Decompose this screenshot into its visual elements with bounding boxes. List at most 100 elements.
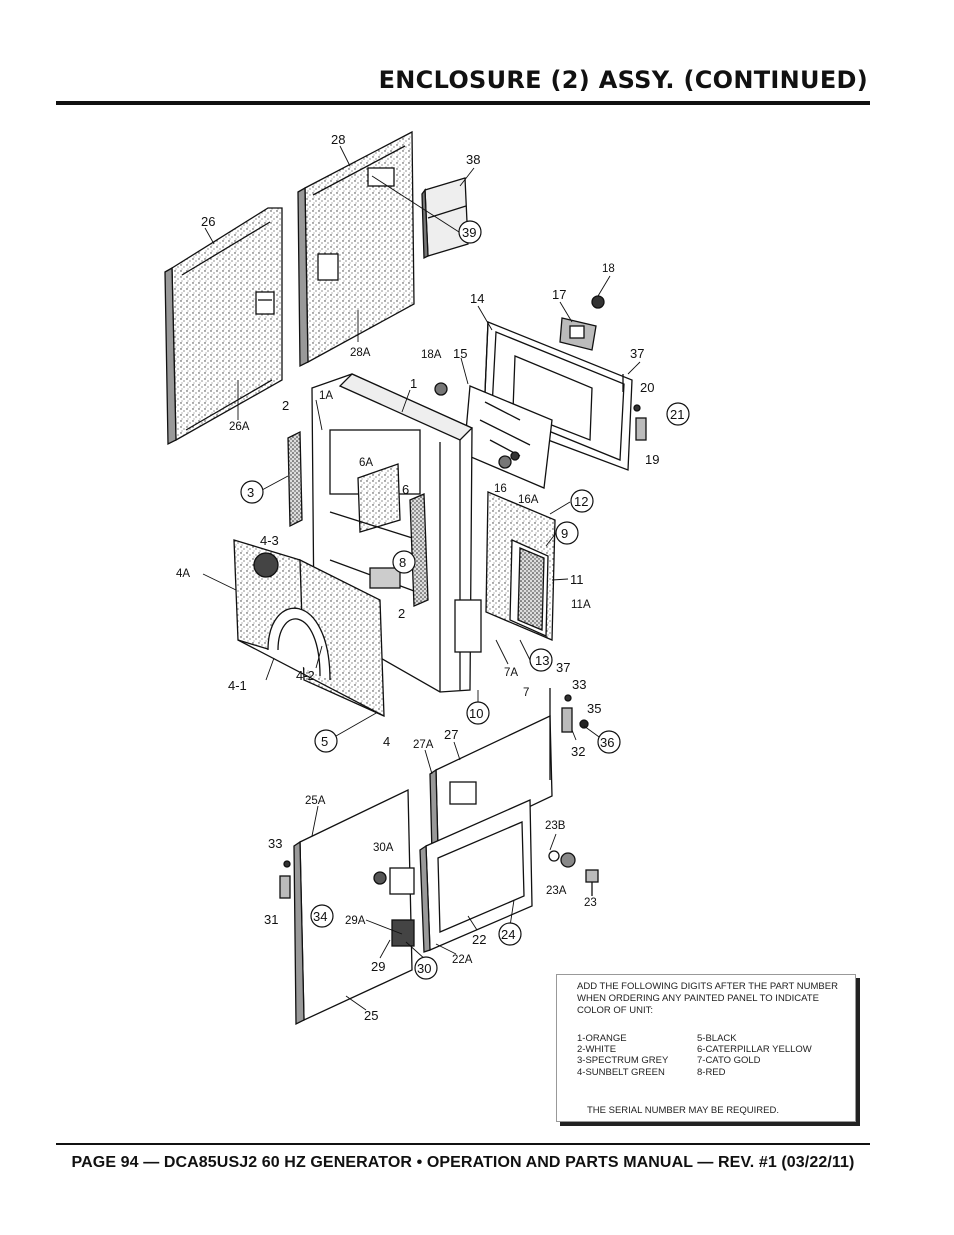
callout-18A: 18A [421,349,442,361]
callout-4-1: 4-1 [228,678,247,693]
panel-26 [164,207,283,446]
callout-36: 36 [600,735,614,750]
callout-11A: 11A [571,599,591,611]
callout-16A: 16A [518,494,539,506]
callout-30: 30 [417,961,431,976]
callout-31: 31 [264,912,278,927]
callout-24: 24 [501,927,515,942]
callout-32: 32 [571,744,585,759]
color-item: 3-SPECTRUM GREY [577,1055,669,1067]
part-18 [591,295,605,309]
callout-23B: 23B [545,820,566,832]
callout-27A: 27A [413,739,434,751]
part-31 [279,875,291,899]
part-14 [483,321,633,471]
callout-12: 12 [574,494,588,509]
color-list-right: 5-BLACK 6-CATERPILLAR YELLOW 7-CATO GOLD… [697,1033,812,1078]
part-23 [548,850,599,896]
callout-37a: 37 [630,346,644,361]
page-title: ENCLOSURE (2) ASSY. (CONTINUED) [378,66,868,94]
callout-7A: 7A [504,667,518,679]
note-intro: ADD THE FOLLOWING DIGITS AFTER THE PART … [577,981,838,1016]
callout-26: 26 [201,214,215,229]
callout-34: 34 [313,909,327,924]
color-item: 8-RED [697,1066,726,1078]
callout-37b: 37 [556,660,570,675]
callout-9: 9 [561,526,568,541]
callout-17: 17 [552,287,566,302]
callout-13: 13 [535,653,549,668]
callout-10: 10 [469,706,483,721]
callout-4-3: 4-3 [260,533,279,548]
callout-29A: 29A [345,915,366,927]
callout-19: 19 [645,452,659,467]
part-16A [510,451,520,461]
callout-7: 7 [523,687,529,699]
callout-21: 21 [670,407,684,422]
callout-2b: 2 [398,606,405,621]
callout-20: 20 [640,380,654,395]
callout-22A: 22A [452,954,473,966]
callout-1A: 1A [319,390,333,402]
part-33 [564,694,572,702]
callout-25A: 25A [305,795,326,807]
callout-28A: 28A [350,347,371,359]
callout-23: 23 [584,897,597,909]
callout-22: 22 [472,932,486,947]
callout-6: 6 [402,482,409,497]
callout-8: 8 [399,555,406,570]
callout-2a: 2 [282,398,289,413]
color-item: 1-ORANGE [577,1033,627,1044]
part-20 [633,404,641,412]
callout-14: 14 [470,291,484,306]
serial-note: THE SERIAL NUMBER MAY BE REQUIRED. [587,1105,779,1116]
callout-11: 11 [570,572,584,587]
color-item: 2-WHITE [577,1044,617,1056]
callout-38: 38 [466,152,480,167]
callout-28: 28 [331,132,345,147]
callout-1: 1 [410,376,417,391]
color-item: 7-CATO GOLD [697,1055,761,1067]
callout-23A: 23A [546,885,567,897]
part-19 [635,417,647,441]
header-rule [56,101,870,105]
callout-27: 27 [444,727,458,742]
callout-15: 15 [453,346,467,361]
callout-5: 5 [321,734,328,749]
callout-33a: 33 [572,677,586,692]
part-25 [293,788,415,1026]
callout-29: 29 [371,959,385,974]
part-2 [409,493,429,607]
callout-circles [240,220,690,980]
part-38 [421,177,469,260]
callout-35: 35 [587,701,601,716]
callout-6A: 6A [359,457,373,469]
color-item: 6-CATERPILLAR YELLOW [697,1044,812,1056]
callout-4: 4 [383,734,390,749]
part-4 [233,539,385,718]
leader-lines [202,145,641,1011]
part-22 [419,799,533,953]
panel-28 [297,130,415,368]
color-list-left: 1-ORANGE 2-WHITE 3-SPECTRUM GREY 4-SUNBE… [577,1033,668,1078]
part-3 [287,430,303,528]
callout-30A: 30A [373,842,394,854]
callout-16: 16 [494,483,507,495]
callout-39: 39 [462,225,476,240]
part-32 [561,707,589,733]
part-18A [434,382,448,396]
footer-rule [56,1143,870,1145]
callout-4A: 4A [176,568,190,580]
page-footer: PAGE 94 — DCA85USJ2 60 HZ GENERATOR • OP… [71,1154,855,1171]
callout-18: 18 [602,263,615,275]
callout-26A: 26A [229,421,250,433]
callout-33b: 33 [268,836,282,851]
callout-3: 3 [247,485,254,500]
callout-25: 25 [364,1008,378,1023]
part-16 [498,455,512,469]
color-item: 5-BLACK [697,1033,737,1044]
part-33b [283,860,291,868]
color-item: 4-SUNBELT GREEN [577,1066,665,1078]
part-12 [485,491,556,641]
